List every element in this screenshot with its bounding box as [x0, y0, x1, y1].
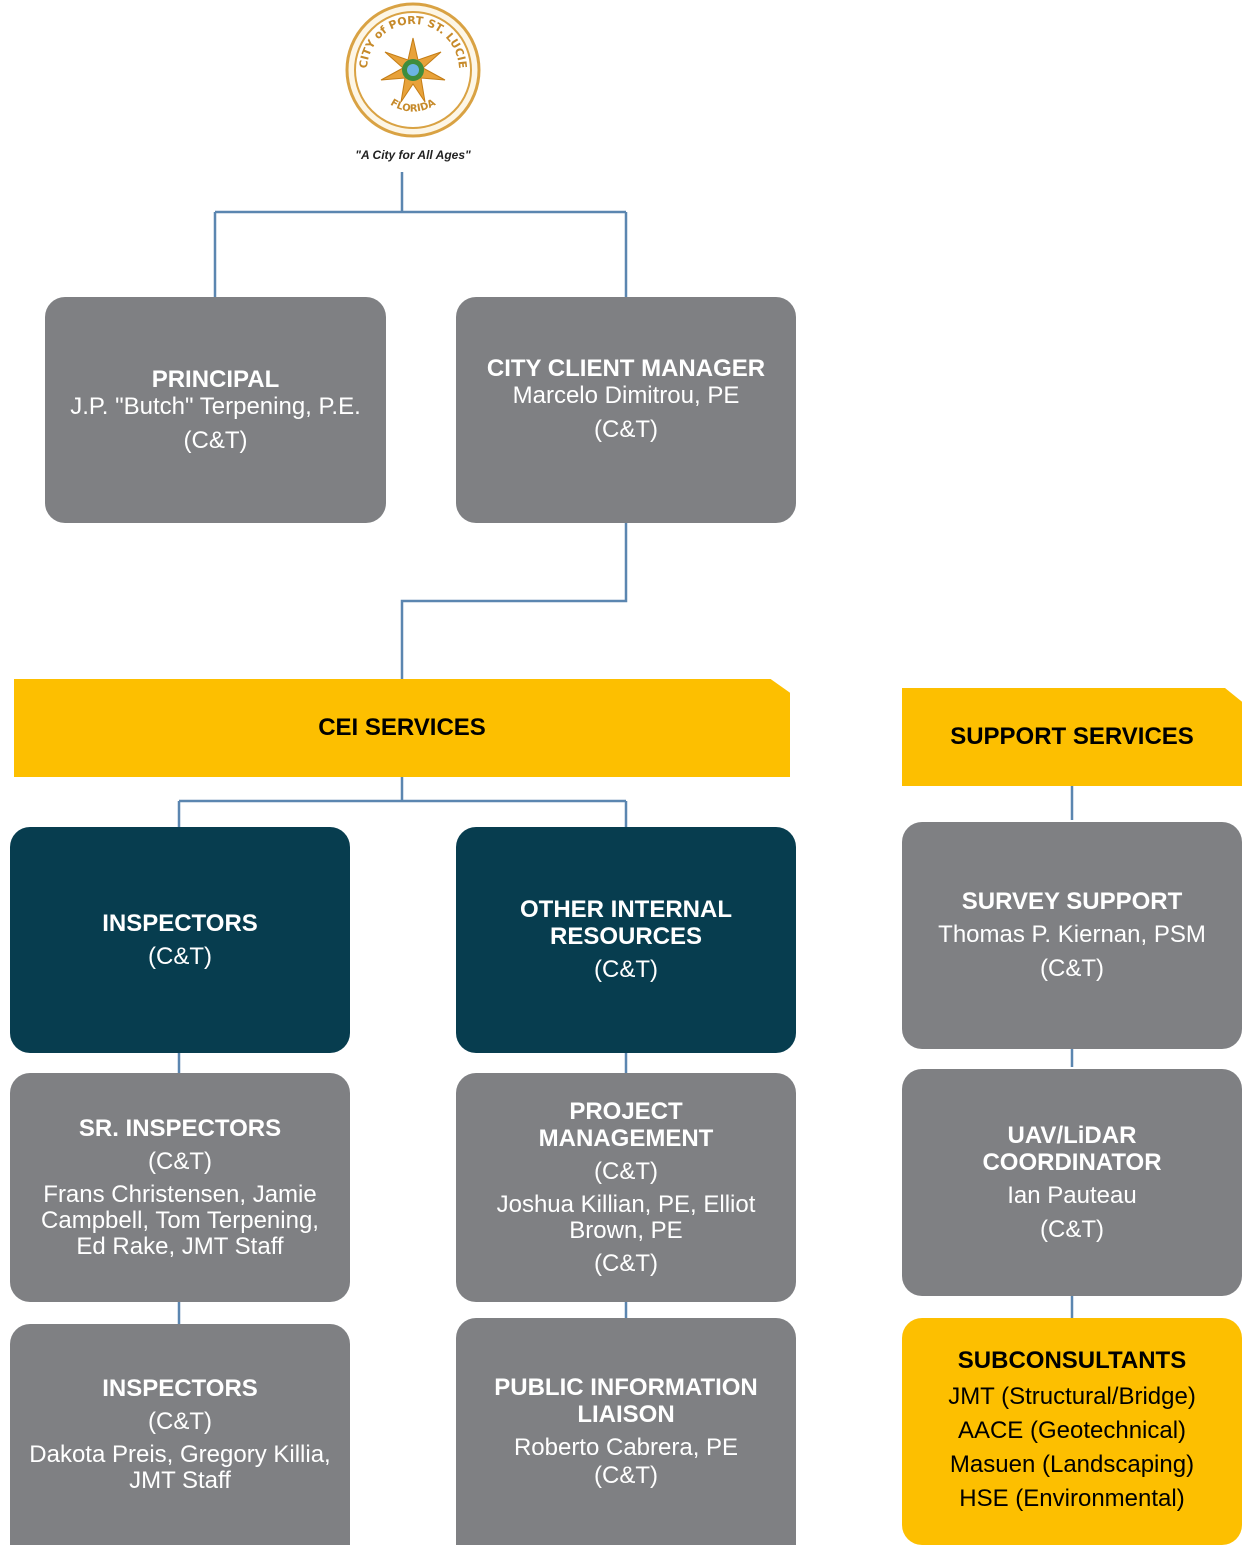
principal-title: PRINCIPAL	[151, 365, 280, 393]
uav-lidar-title: UAV/LiDAR COORDINATOR	[982, 1121, 1162, 1176]
other-internal-firm: (C&T)	[594, 956, 658, 983]
subconsultant-item: JMT (Structural/Bridge)	[948, 1383, 1196, 1410]
sr-inspectors-title: SR. INSPECTORS	[78, 1115, 282, 1142]
public-info-title: PUBLIC INFORMATION LIAISON	[494, 1373, 758, 1428]
survey-support-title: SURVEY SUPPORT	[961, 888, 1183, 915]
manager-to-cei-connector	[400, 522, 628, 679]
sr-inspectors-firm: (C&T)	[148, 1148, 212, 1175]
client-manager-name: Marcelo Dimitrou, PE	[512, 382, 740, 409]
other-internal-title: OTHER INTERNAL RESOURCES	[520, 896, 732, 950]
inspectors-header-box: INSPECTORS (C&T)	[10, 827, 350, 1053]
subconsultant-item: HSE (Environmental)	[959, 1485, 1185, 1512]
support-services-banner: SUPPORT SERVICES	[902, 688, 1242, 786]
inspectors-header-firm: (C&T)	[148, 942, 212, 970]
cei-services-label: CEI SERVICES	[318, 714, 486, 741]
client-manager-title: CITY CLIENT MANAGER	[486, 355, 766, 382]
survey-support-firm: (C&T)	[1040, 955, 1104, 982]
cei-to-branches-connector	[177, 777, 628, 827]
project-management-title: PROJECT MANAGEMENT	[538, 1097, 714, 1152]
public-info-name: Roberto Cabrera, PE	[513, 1433, 739, 1461]
client-manager-box: CITY CLIENT MANAGER Marcelo Dimitrou, PE…	[456, 297, 796, 523]
inspectors-firm: (C&T)	[148, 1408, 212, 1435]
logo-to-top-connector	[213, 172, 628, 297]
city-seal-logo: CITY of PORT ST. LUCIE FLORIDA	[345, 2, 481, 138]
project-management-box: PROJECT MANAGEMENT (C&T) Joshua Killian,…	[456, 1073, 796, 1302]
logo-tagline: "A City for All Ages"	[355, 148, 471, 162]
subconsultant-item: Masuen (Landscaping)	[949, 1451, 1195, 1478]
inspectors-names: Dakota Preis, Gregory Killia, JMT Staff	[29, 1441, 331, 1494]
client-manager-firm: (C&T)	[594, 416, 658, 443]
uav-lidar-name: Ian Pauteau	[1007, 1181, 1137, 1209]
survey-support-box: SURVEY SUPPORT Thomas P. Kiernan, PSM (C…	[902, 822, 1242, 1049]
support-services-label: SUPPORT SERVICES	[950, 723, 1194, 750]
sr-inspectors-names: Frans Christensen, Jamie Campbell, Tom T…	[41, 1181, 319, 1260]
subconsultant-item: AACE (Geotechnical)	[957, 1417, 1187, 1444]
project-management-firm: (C&T)	[594, 1157, 658, 1185]
principal-box: PRINCIPAL J.P. "Butch" Terpening, P.E. (…	[45, 297, 386, 523]
survey-support-name: Thomas P. Kiernan, PSM	[938, 921, 1206, 948]
public-info-firm: (C&T)	[594, 1461, 658, 1489]
public-info-box: PUBLIC INFORMATION LIAISON Roberto Cabre…	[456, 1318, 796, 1545]
uav-lidar-box: UAV/LiDAR COORDINATOR Ian Pauteau (C&T)	[902, 1069, 1242, 1296]
uav-lidar-firm: (C&T)	[1040, 1215, 1104, 1243]
subconsultants-box: SUBCONSULTANTS JMT (Structural/Bridge) A…	[902, 1318, 1242, 1545]
project-management-names: Joshua Killian, PE, Elliot Brown, PE	[496, 1190, 756, 1244]
inspectors-title: INSPECTORS	[102, 1375, 258, 1402]
other-internal-box: OTHER INTERNAL RESOURCES (C&T)	[456, 827, 796, 1053]
subconsultants-title: SUBCONSULTANTS	[957, 1347, 1187, 1374]
sr-inspectors-box: SR. INSPECTORS (C&T) Frans Christensen, …	[10, 1073, 350, 1302]
inspectors-header-title: INSPECTORS	[102, 909, 258, 937]
principal-firm: (C&T)	[183, 426, 248, 454]
principal-name: J.P. "Butch" Terpening, P.E.	[70, 392, 361, 420]
project-management-firm-2: (C&T)	[594, 1249, 658, 1277]
inspectors-box: INSPECTORS (C&T) Dakota Preis, Gregory K…	[10, 1324, 350, 1545]
cei-services-banner: CEI SERVICES	[14, 679, 790, 777]
